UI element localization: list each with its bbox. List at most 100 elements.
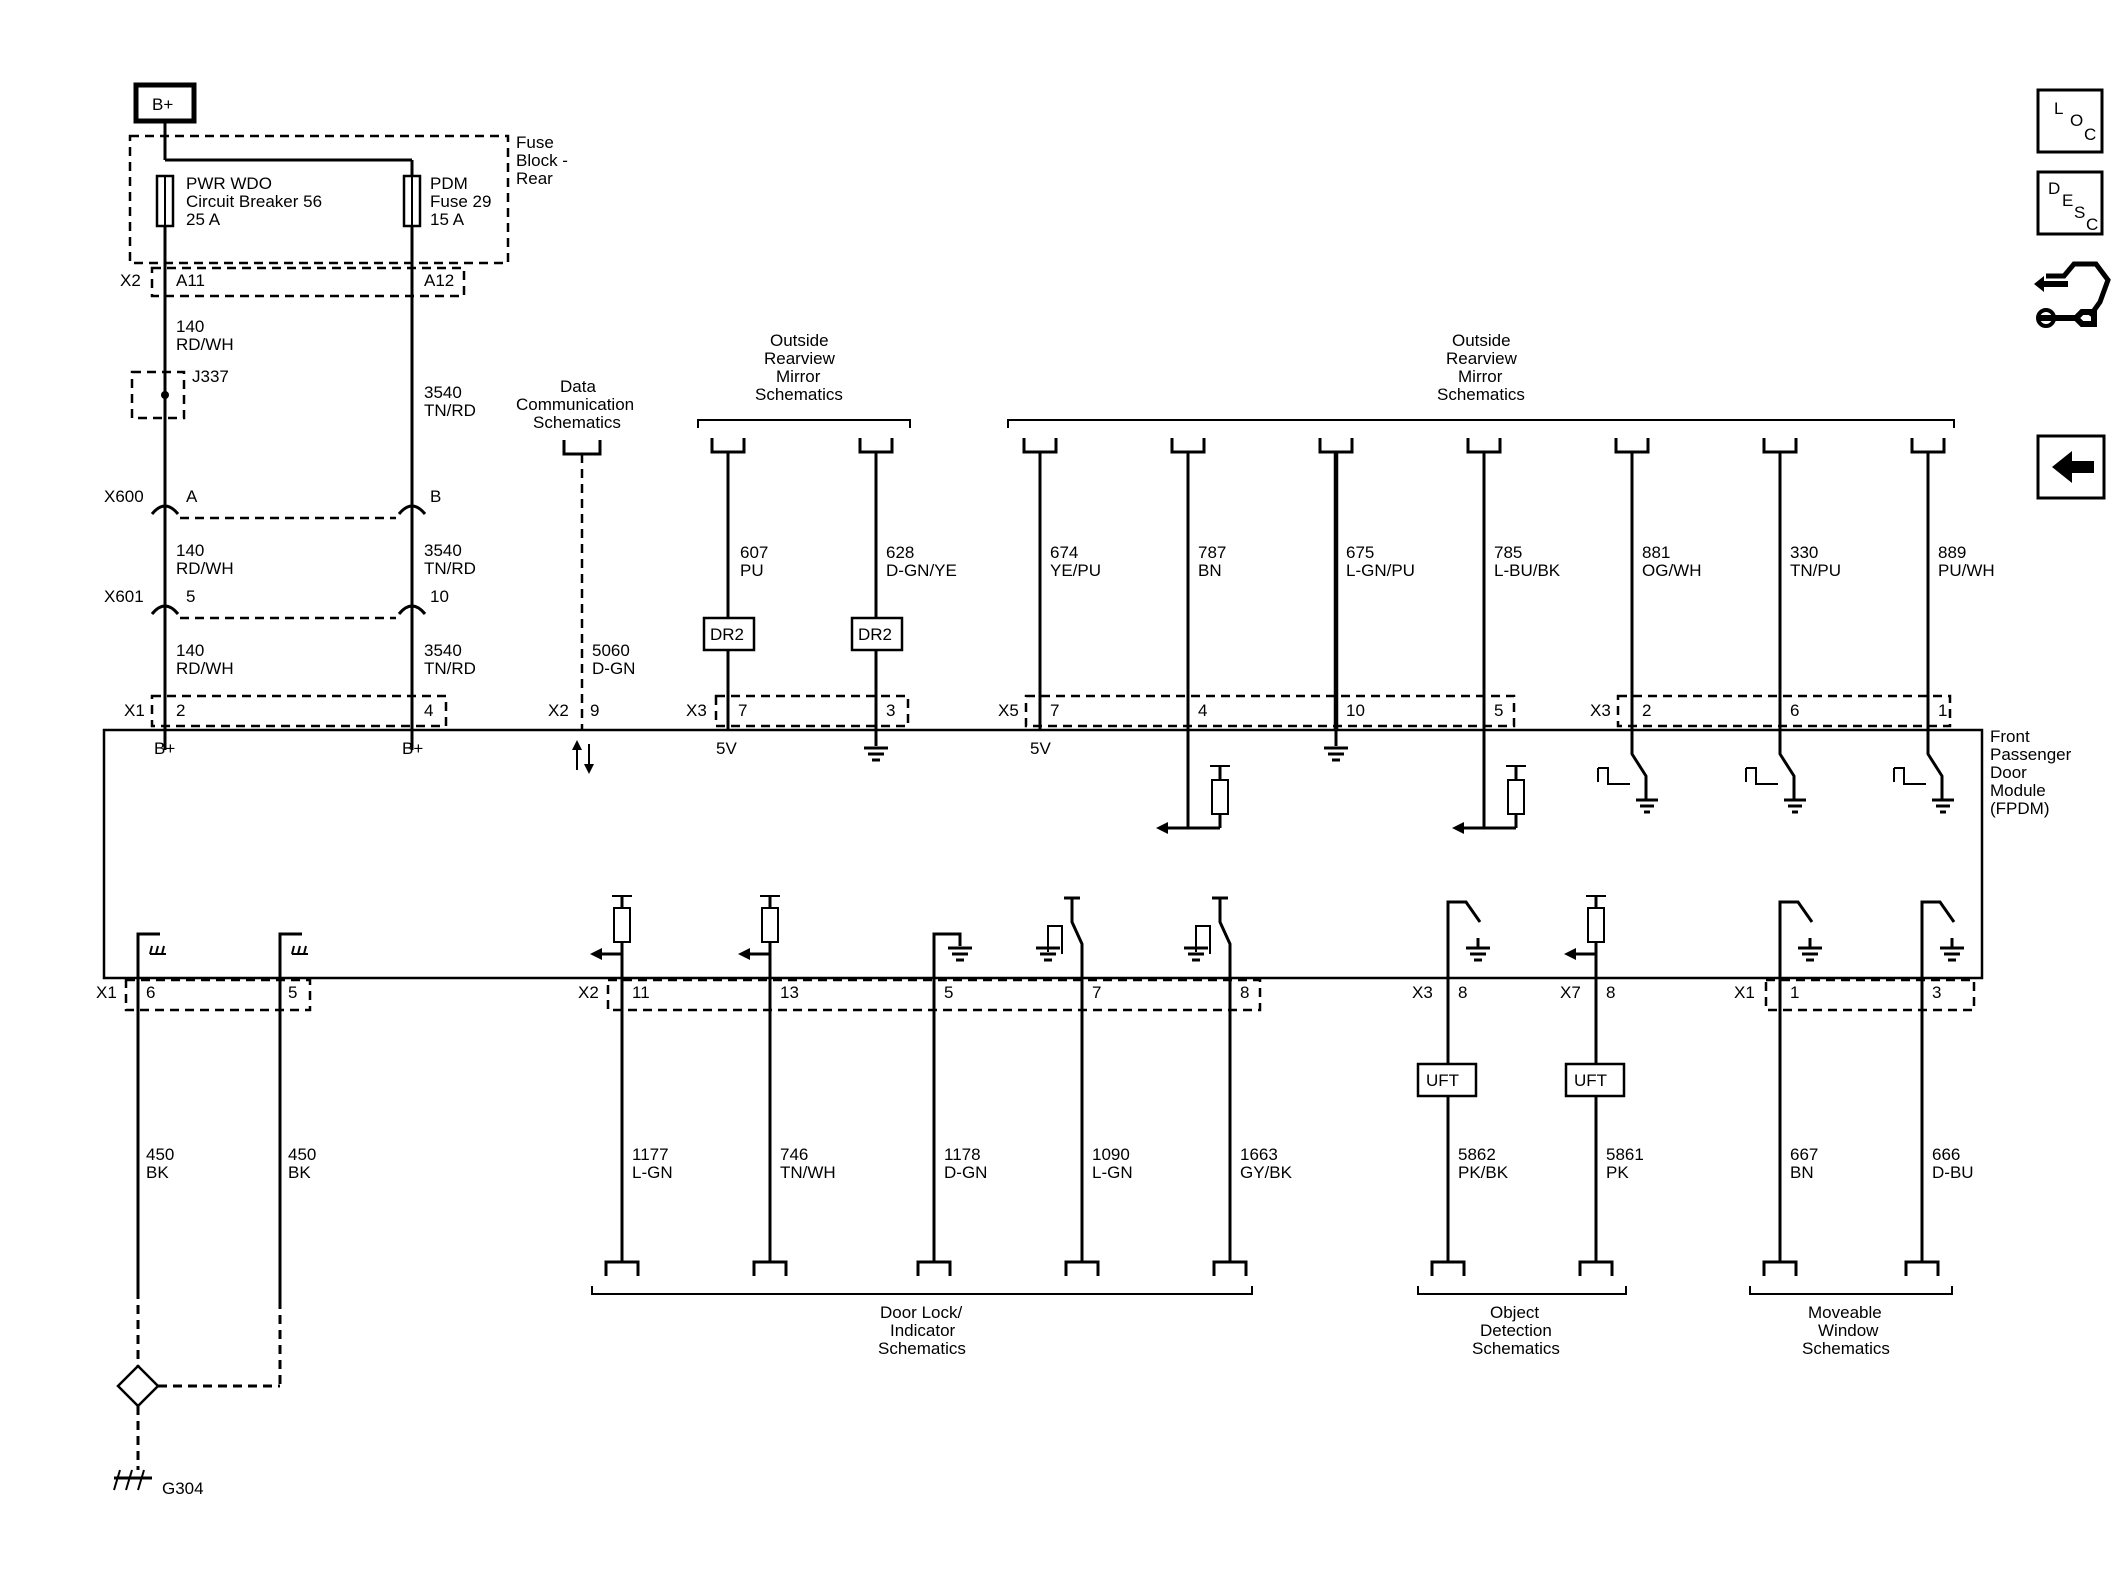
bottom-pin-5862: 8 (1458, 983, 1467, 1002)
switch-ground-889 (1893, 730, 1954, 814)
svg-text:(FPDM): (FPDM) (1990, 799, 2049, 818)
mirror-wire-889 (1910, 438, 1946, 730)
wire-330-num: 330 (1790, 543, 1818, 562)
wire-607-tag: DR2 (710, 625, 744, 644)
svg-text:C: C (2084, 125, 2096, 144)
wire-5862-color: PK/BK (1458, 1163, 1509, 1182)
back-button[interactable] (2036, 434, 2106, 500)
wire-450b-num: 450 (288, 1145, 316, 1164)
wire-3540-color-1: TN/RD (424, 401, 476, 420)
wire-889-num: 889 (1938, 543, 1966, 562)
switch-ground-5862 (1446, 900, 1490, 978)
pullup-resistor-787 (1156, 730, 1230, 834)
wire-5862-tag: UFT (1426, 1071, 1459, 1090)
wire-330-color: TN/PU (1790, 561, 1841, 580)
wire-140-color-1: RD/WH (176, 335, 234, 354)
wire-787-color: BN (1198, 561, 1222, 580)
wire-3540-color-2: TN/RD (424, 559, 476, 578)
wire-628-num: 628 (886, 543, 914, 562)
wire-881-color: OG/WH (1642, 561, 1702, 580)
wire-140-num-2: 140 (176, 541, 204, 560)
svg-text:Door Lock/: Door Lock/ (880, 1303, 962, 1322)
mirror-wire-607 (710, 438, 746, 730)
connector-x2-fuse: X2 (120, 271, 141, 290)
wire-5861-num: 5861 (1606, 1145, 1644, 1164)
data-arrow-icon (572, 740, 594, 774)
ground-splice-diamond (116, 1364, 160, 1408)
module-label: Front Passenger Door Module (FPDM) (1990, 727, 2072, 818)
mirror-wire-881 (1614, 438, 1650, 730)
fuse-29-label: PDM Fuse 29 15 A (430, 174, 491, 229)
mirror-wire-674 (1022, 438, 1058, 730)
x601-pin-5: 5 (186, 587, 195, 606)
top-pin-330: 6 (1790, 701, 1799, 720)
wire-607-num: 607 (740, 543, 768, 562)
ground-icon-1178 (932, 932, 972, 978)
top-connector-x2: X2 (548, 701, 569, 720)
svg-text:L: L (2054, 99, 2063, 118)
door-lock-label: Door Lock/ Indicator Schematics (878, 1303, 966, 1358)
svg-text:Outside: Outside (770, 331, 829, 350)
pullup-output-5861 (1564, 895, 1606, 978)
wire-1090-num: 1090 (1092, 1145, 1130, 1164)
fuse-block-label: Fuse Block - Rear (516, 133, 568, 188)
inner-5v-2: 5V (1030, 739, 1051, 758)
bottom-pin-1663: 8 (1240, 983, 1249, 1002)
top-pin-787: 4 (1198, 701, 1207, 720)
bottom-pin-667: 1 (1790, 983, 1799, 1002)
top-pin-628: 3 (886, 701, 895, 720)
bottom-connector-x3: X3 (1412, 983, 1433, 1002)
svg-text:Module: Module (1990, 781, 2046, 800)
top-pin-889: 1 (1938, 701, 1947, 720)
svg-text:Passenger: Passenger (1990, 745, 2072, 764)
wire-140-color-2: RD/WH (176, 559, 234, 578)
x1-pin-2: 2 (176, 701, 185, 720)
location-button[interactable]: L O C (2036, 88, 2104, 154)
bottom-connector-x2: X2 (578, 983, 599, 1002)
wire-450b-color: BK (288, 1163, 311, 1182)
bottom-pin-450b: 5 (288, 983, 297, 1002)
data-communication-label: Data Communication Schematics (516, 377, 634, 432)
wire-1090-color: L-GN (1092, 1163, 1133, 1182)
wire-5060-color: D-GN (592, 659, 635, 678)
wire-666-color: D-BU (1932, 1163, 1974, 1182)
mirror-wire-628 (858, 438, 894, 730)
bottom-pin-746: 13 (780, 983, 799, 1002)
wire-674-color: YE/PU (1050, 561, 1101, 580)
pullup-output-1177 (590, 895, 632, 978)
chassis-ground-icon-2 (278, 932, 308, 978)
svg-text:Rearview: Rearview (764, 349, 836, 368)
svg-text:Communication: Communication (516, 395, 634, 414)
wire-5861-tag: UFT (1574, 1071, 1607, 1090)
svg-text:Schematics: Schematics (1802, 1339, 1890, 1358)
top-connector-x1: X1 (124, 701, 145, 720)
svg-text:Schematics: Schematics (1472, 1339, 1560, 1358)
svg-text:Detection: Detection (1480, 1321, 1552, 1340)
mirror-wire-675 (1318, 438, 1354, 730)
svg-text:Mirror: Mirror (776, 367, 821, 386)
inner-bplus-2: B+ (402, 739, 423, 758)
wire-607-color: PU (740, 561, 764, 580)
connector-wrench-icon[interactable] (2034, 261, 2111, 328)
pin-a12: A12 (424, 271, 454, 290)
fpdm-module (102, 728, 1984, 980)
wire-787-num: 787 (1198, 543, 1226, 562)
wire-881-num: 881 (1642, 543, 1670, 562)
wire-785-color: L-BU/BK (1494, 561, 1561, 580)
svg-text:O: O (2070, 111, 2083, 130)
bottom-connector-x7: X7 (1560, 983, 1581, 1002)
description-button[interactable]: D E S C (2036, 170, 2104, 236)
top-connector-x3: X3 (686, 701, 707, 720)
object-detection-label: Object Detection Schematics (1472, 1303, 1560, 1358)
bottom-pin-1177: 11 (632, 983, 650, 1002)
svg-text:Schematics: Schematics (533, 413, 621, 432)
svg-text:C: C (2086, 215, 2098, 234)
wire-675-color: L-GN/PU (1346, 561, 1415, 580)
svg-text:S: S (2074, 203, 2085, 222)
inner-bplus-1: B+ (154, 739, 175, 758)
wire-628-tag: DR2 (858, 625, 892, 644)
switch-ground-666 (1920, 900, 1964, 978)
wire-667-num: 667 (1790, 1145, 1818, 1164)
svg-text:Rear: Rear (516, 169, 553, 188)
